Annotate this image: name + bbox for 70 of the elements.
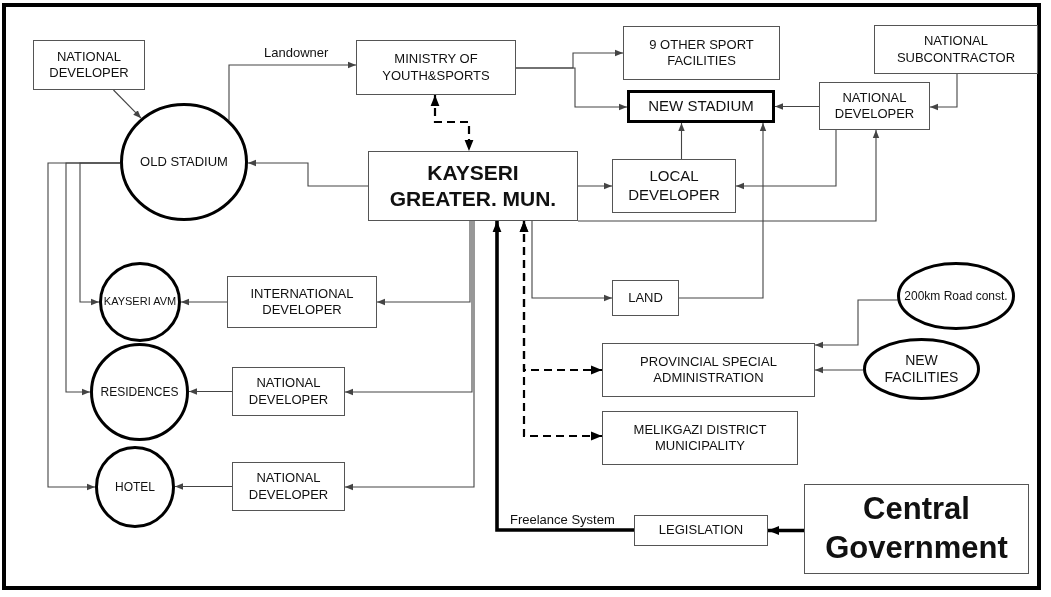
node-label: KAYSERI GREATER. MUN.: [388, 159, 558, 212]
ellipse-node: [897, 262, 1015, 330]
arrow: [174, 483, 233, 490]
ellipse-node: [99, 262, 181, 342]
arrow: [519, 221, 602, 441]
process-box: [819, 82, 930, 130]
node-label: LOCAL DEVELOPER: [627, 167, 721, 205]
node-label: PROVINCIAL SPECIAL ADMINISTRATION: [639, 353, 778, 387]
ellipse-node: [863, 338, 980, 400]
arrow: [430, 95, 474, 151]
process-box: [356, 40, 516, 95]
ellipse-node: [120, 103, 248, 221]
node-label: HOTEL: [115, 479, 155, 495]
arrow: [47, 162, 121, 491]
process-box: [602, 343, 815, 397]
process-box: [368, 151, 578, 221]
process-box: [804, 484, 1029, 574]
process-box: [232, 462, 345, 511]
node-label: MELIKGAZI DISTRICT MUNICIPALITY: [632, 421, 768, 455]
arrow: [344, 220, 473, 396]
node-label: 200km Road const.: [904, 288, 1008, 304]
ellipse-node: [95, 446, 175, 528]
process-box: [627, 90, 775, 123]
arrow: [577, 129, 880, 222]
node-label: OLD STADIUM: [140, 153, 228, 171]
node-label: LEGISLATION: [658, 522, 744, 539]
arrow: [929, 73, 958, 111]
node-label: RESIDENCES: [100, 384, 179, 400]
arrow: [814, 366, 864, 374]
node-label: NATIONAL DEVELOPER: [247, 470, 330, 503]
node-label: NEW STADIUM: [648, 97, 754, 116]
arrow: [515, 67, 628, 111]
arrow: [735, 129, 837, 190]
process-box: [612, 159, 736, 213]
process-box: [874, 25, 1038, 74]
node-label: 9 OTHER SPORT FACILITIES: [648, 36, 755, 70]
arrow: [344, 220, 475, 491]
arrow: [678, 122, 685, 160]
arrow: [376, 220, 471, 306]
arrow: [774, 103, 820, 110]
process-box: [232, 367, 345, 416]
arrow: [531, 220, 613, 302]
process-box: [33, 40, 145, 90]
arrow: [112, 89, 142, 119]
arrow: [247, 159, 369, 187]
node-label: NATIONAL DEVELOPER: [48, 48, 130, 82]
arrow: [492, 221, 634, 532]
arrow: [228, 61, 357, 121]
process-box: [634, 515, 768, 546]
process-box: [227, 276, 377, 328]
node-label: INTERNATIONAL DEVELOPER: [249, 285, 355, 319]
node-label: LAND: [628, 289, 663, 307]
arrow: [188, 388, 233, 395]
arrow: [814, 299, 898, 349]
node-label: Central Government: [824, 490, 1009, 567]
node-label: KAYSERI AVM: [103, 295, 177, 309]
arrow: [180, 298, 228, 306]
process-box: [623, 26, 780, 80]
node-label: NATIONAL DEVELOPER: [833, 89, 916, 123]
node-label: NEW FACILITIES: [883, 351, 960, 387]
edge-label: Freelance System: [508, 512, 617, 528]
arrow: [577, 182, 613, 190]
ellipse-node: [90, 343, 189, 441]
arrow: [678, 122, 767, 299]
arrow: [768, 526, 804, 535]
node-label: NATIONAL SUBCONTRACTOR: [895, 33, 1017, 66]
node-label: MINISTRY OF YOUTH&SPORTS: [381, 51, 491, 84]
process-box: [612, 280, 679, 316]
process-box: [602, 411, 798, 465]
node-label: NATIONAL DEVELOPER: [247, 375, 330, 408]
